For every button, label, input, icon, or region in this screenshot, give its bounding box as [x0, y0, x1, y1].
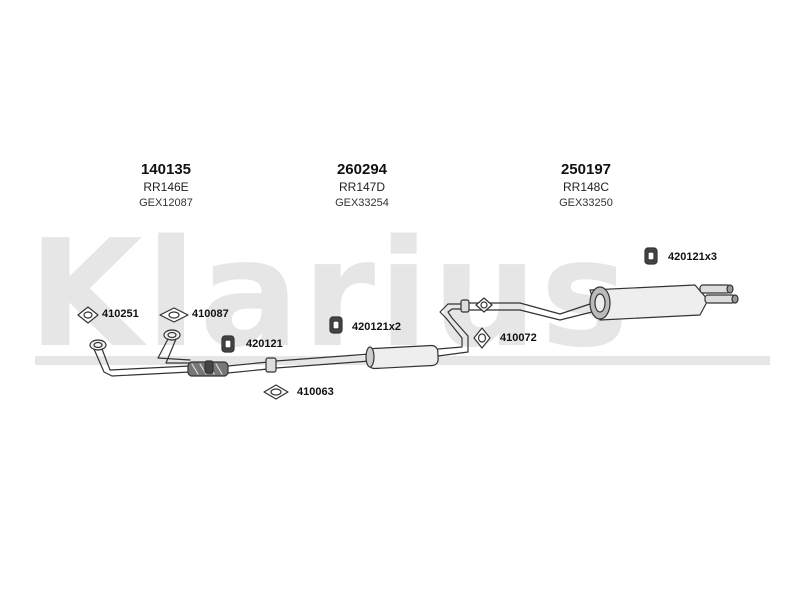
gasket-410087-icon	[159, 307, 189, 323]
label-410087: 410087	[192, 308, 229, 320]
watermark-text: Klarius	[28, 208, 631, 380]
section-rear-silencer: 250197 RR148C GEX33250	[506, 161, 666, 211]
oe-code: GEX33254	[335, 197, 389, 209]
label-410063: 410063	[297, 386, 334, 398]
ref-code: RR147D	[338, 180, 386, 194]
label-420121: 420121	[246, 338, 283, 350]
gasket-410063-icon	[263, 384, 289, 400]
gasket-rear-flange-icon	[475, 297, 493, 313]
mount-420121x2-icon	[329, 316, 343, 334]
oe-code: GEX33250	[559, 197, 613, 209]
mount-420121-icon	[221, 335, 235, 353]
part-number: 260294	[336, 161, 388, 178]
mount-front-hanger-icon	[204, 360, 214, 374]
part-number: 250197	[560, 161, 612, 178]
label-420121x3: 420121x3	[668, 251, 717, 263]
gasket-410072-icon	[473, 327, 491, 349]
label-420121x2: 420121x2	[352, 321, 401, 333]
label-410072: 410072	[500, 332, 537, 344]
part-number: 140135	[140, 161, 192, 178]
front-pipe	[89, 329, 277, 377]
ref-code: RR148C	[562, 180, 610, 194]
gasket-410251-icon	[77, 306, 99, 324]
middle-pipe	[275, 303, 469, 370]
mount-420121x3-icon	[644, 247, 658, 265]
section-middle-silencer: 260294 RR147D GEX33254	[282, 161, 442, 211]
section-front-pipe: 140135 RR146E GEX12087	[86, 161, 246, 211]
oe-code: GEX12087	[139, 197, 193, 209]
ref-code: RR146E	[143, 180, 189, 194]
rear-pipe	[460, 284, 739, 321]
label-410251: 410251	[102, 308, 139, 320]
